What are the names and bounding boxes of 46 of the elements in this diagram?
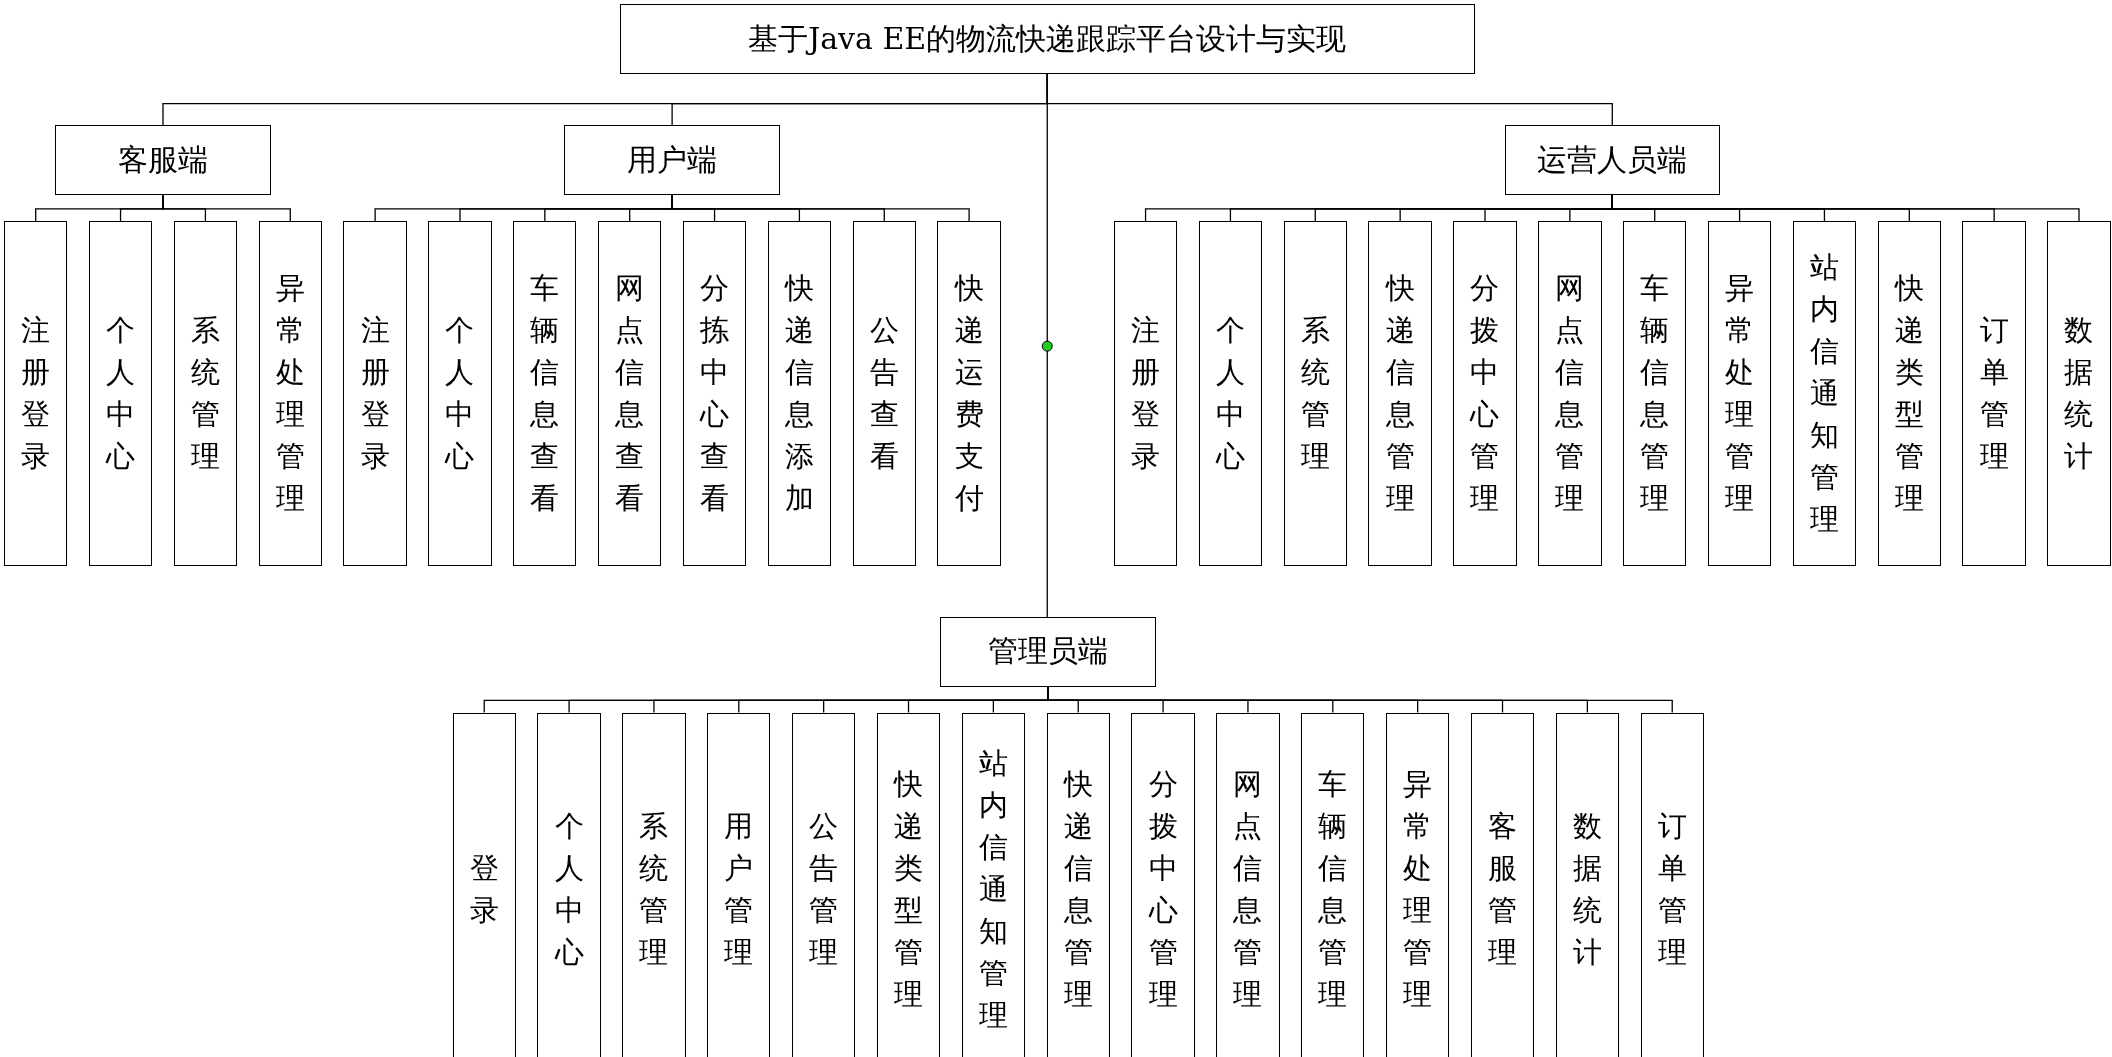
module-box: 订单管理 [1962, 220, 2026, 566]
module-box: 个人中心 [537, 712, 601, 1057]
module-box: 用户管理 [707, 712, 771, 1057]
connector-line [162, 194, 291, 222]
category-box: 运营人员端 [1504, 125, 1720, 196]
module-box: 异常处理管理 [258, 220, 322, 566]
module-box: 系统管理 [173, 220, 238, 566]
module-box: 公告查看 [852, 220, 916, 566]
module-box: 分拨中心管理 [1453, 220, 1517, 566]
module-box: 车辆信息查看 [513, 220, 577, 566]
module-box: 订单管理 [1640, 712, 1704, 1057]
module-box: 注册登录 [1113, 220, 1178, 566]
module-box: 快递信息管理 [1046, 712, 1110, 1057]
module-box: 异常处理管理 [1386, 712, 1450, 1057]
module-box: 网点信息管理 [1538, 220, 1602, 566]
module-box: 注册登录 [4, 220, 68, 566]
category-box: 用户端 [564, 125, 780, 196]
category-box: 管理员端 [940, 616, 1156, 687]
module-box: 个人中心 [428, 220, 492, 566]
module-box: 快递类型管理 [1877, 220, 1941, 566]
module-box: 异常处理管理 [1707, 220, 1772, 566]
module-box: 网点信息管理 [1216, 712, 1280, 1057]
module-box: 站内信通知管理 [1792, 220, 1857, 566]
module-box: 车辆信息管理 [1301, 712, 1365, 1057]
module-box: 车辆信息管理 [1623, 220, 1687, 566]
module-box: 快递信息添加 [767, 220, 832, 566]
module-box: 登录 [452, 712, 516, 1057]
title-box: 基于Java EE的物流快递跟踪平台设计与实现 [619, 4, 1475, 75]
module-box: 数据统计 [1555, 712, 1619, 1057]
module-box: 快递信息管理 [1368, 220, 1432, 566]
module-box: 系统管理 [1283, 220, 1347, 566]
module-box: 数据统计 [2047, 220, 2111, 566]
connector-line [1046, 73, 1048, 618]
module-box: 个人中心 [88, 220, 153, 566]
module-box: 公告管理 [792, 712, 856, 1057]
module-box: 客服管理 [1470, 712, 1535, 1057]
module-box: 网点信息查看 [598, 220, 662, 566]
module-box: 站内信通知管理 [961, 712, 1025, 1057]
module-box: 个人中心 [1198, 220, 1263, 566]
module-box: 系统管理 [622, 712, 686, 1057]
module-box: 分拨中心管理 [1131, 712, 1195, 1057]
module-box: 注册登录 [343, 220, 407, 566]
category-box: 客服端 [55, 125, 271, 196]
module-box: 快递类型管理 [876, 712, 941, 1057]
module-box: 快递运费支付 [937, 220, 1001, 566]
module-box: 分拣中心查看 [682, 220, 747, 566]
